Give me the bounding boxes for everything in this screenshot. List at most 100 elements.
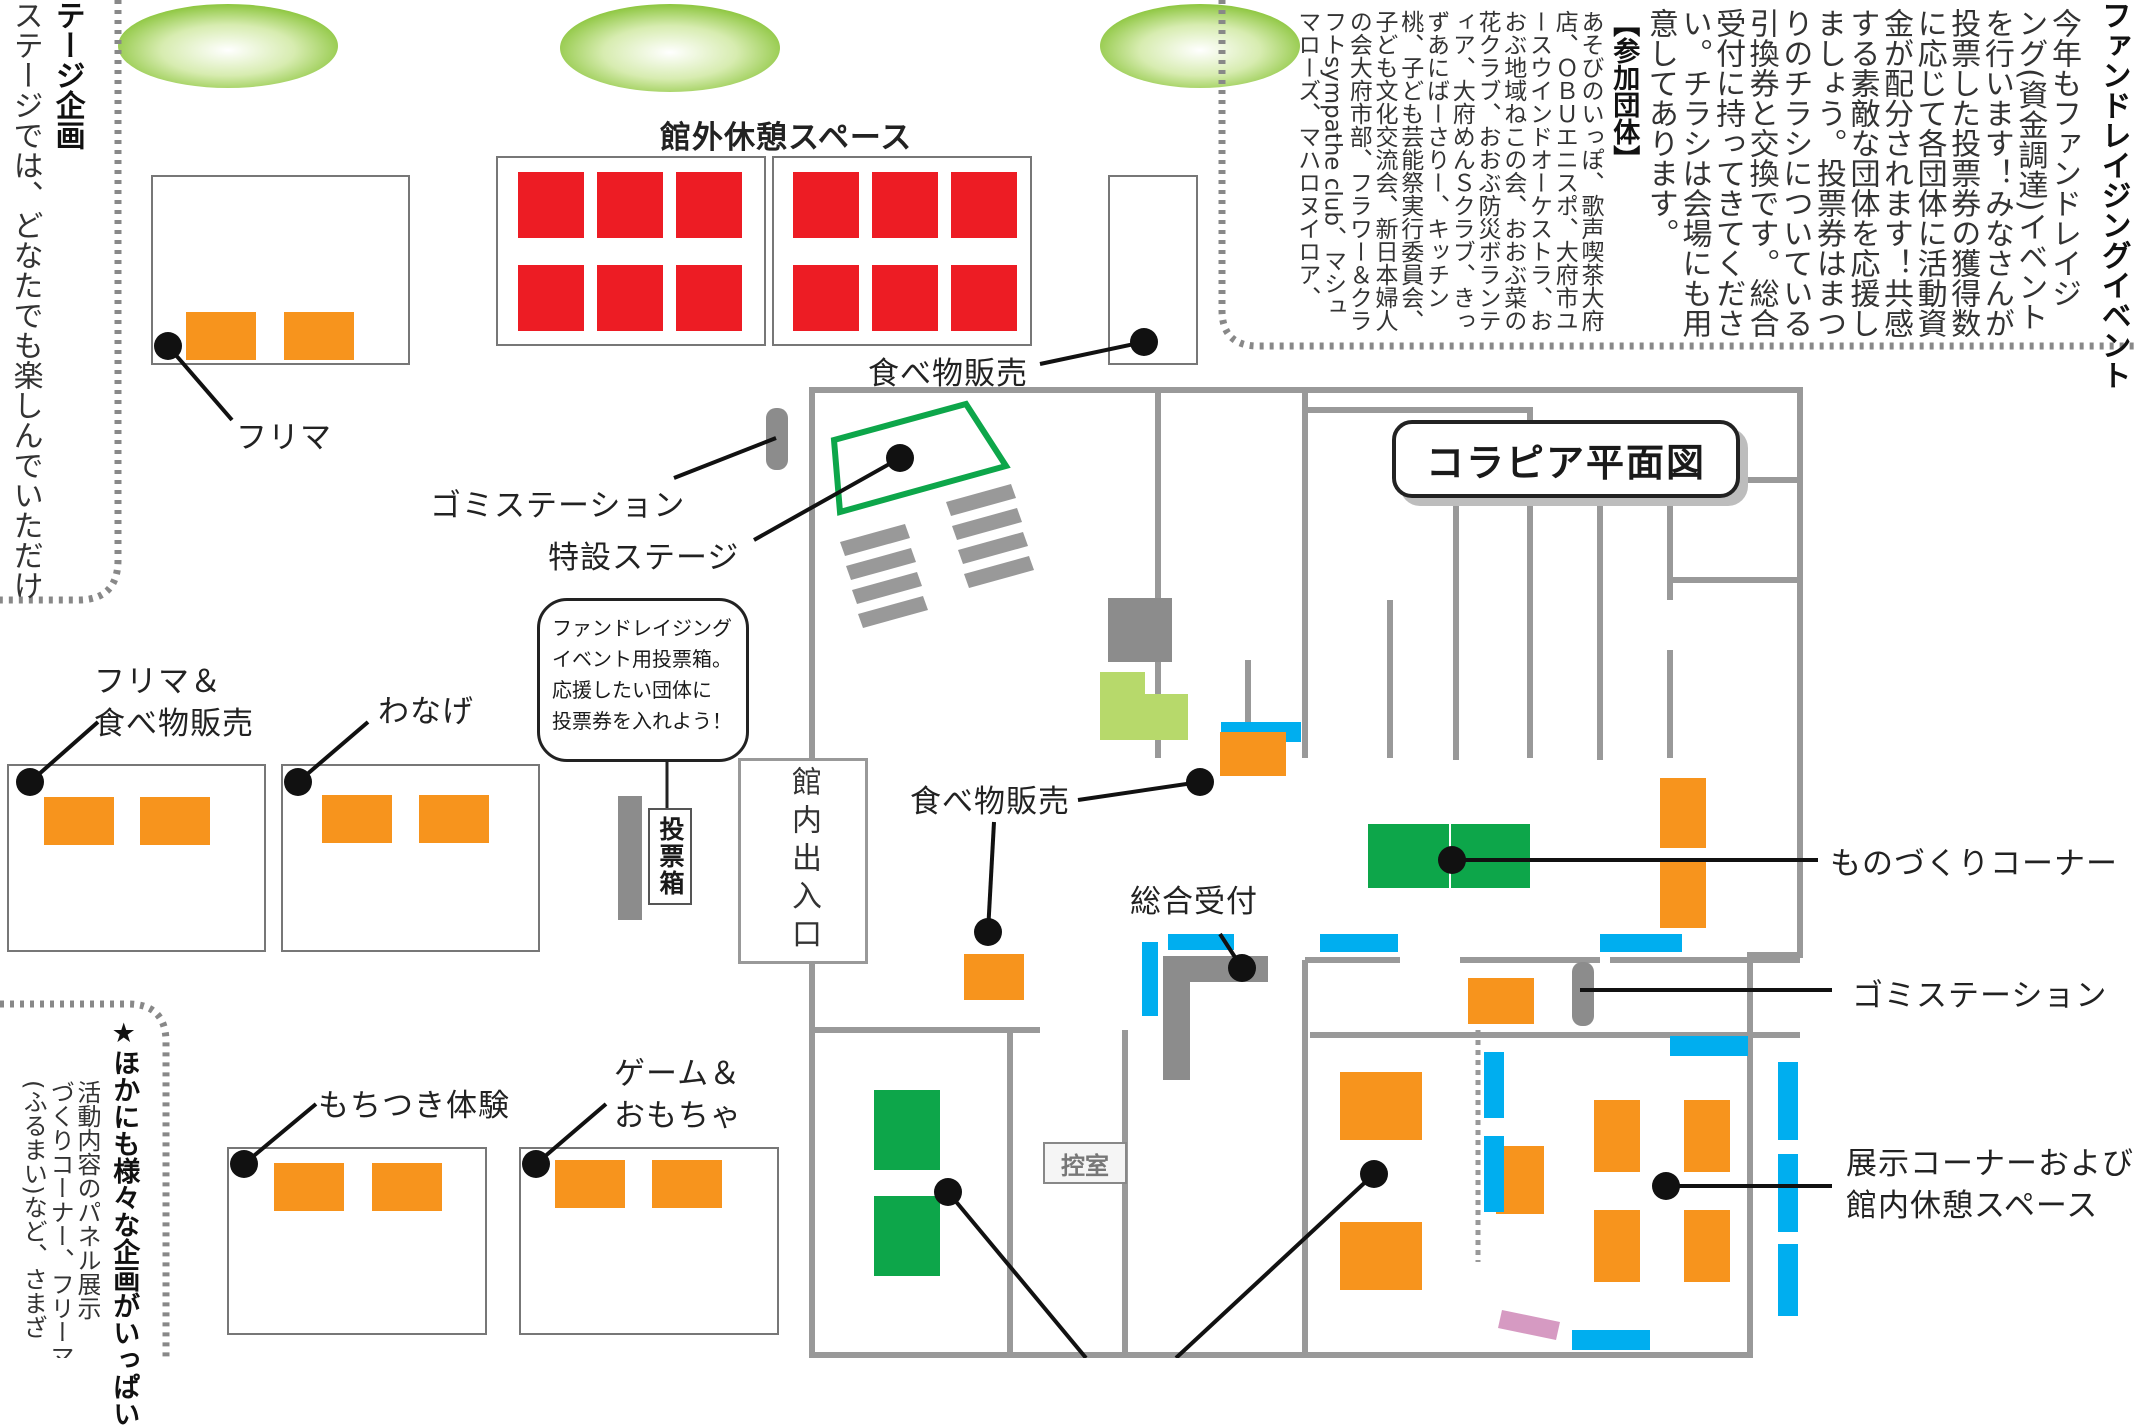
rest-seat [793,172,859,238]
rest-seat [597,172,663,238]
leader-line [534,1102,608,1166]
fundraising-line: 今年もファンドレイジ [2046,8,2081,308]
blue-counter [1572,1330,1650,1350]
marker-dot [1438,846,1466,874]
rest-seat [676,265,742,331]
rest-seat [872,172,938,238]
label-flea-food-line1: フリマ＆ [94,664,222,700]
leader-line [1077,780,1201,802]
rest-seat [872,265,938,331]
participant-line: の会大府市部、フラワー＆クラ [1345,10,1372,332]
rest-area-right [772,156,1032,346]
tent-ring-toss [281,764,540,952]
rest-seat [518,265,584,331]
stall [555,1160,625,1208]
orange-stall [1660,858,1706,928]
orange-stall [1340,1222,1422,1290]
other-line: 活動内容のパネル展示 [73,1080,100,1320]
participant-line: ィア、大府めんＳクラブ、きっ [1448,10,1475,332]
blue-counter [1484,1052,1504,1118]
fundraising-line: 引換券と交換です。総合 [1743,8,1779,338]
participant-line: 店、ＯＢＵエニスポ、大府市ユ [1551,10,1578,332]
blue-counter [1484,1136,1504,1212]
fundraising-line: い。チラシは会場にも用 [1676,8,1712,338]
marker-dot [934,1178,962,1206]
gray-block [1108,598,1172,662]
label-garbage-station-right: ゴミステーション [1852,978,2108,1014]
tent-food-top [1108,175,1198,365]
rest-seat [951,172,1017,238]
leader-line [166,344,234,422]
fundraising-line: ング(資金調達)イベント [2012,8,2048,332]
stall [44,797,114,845]
stall [274,1163,344,1211]
other-panel-body: 活動内容のパネル展示 づくりコーナー、フリーマ (ふるまい)など、さまざ [4,1080,100,1358]
label-game-toys-line1: ゲーム＆ [614,1056,742,1092]
label-flea-food-line2: 食べ物販売 [94,706,254,742]
stage-panel-body: ステージでは、どなたでも楽しんでいただけ [7,0,43,600]
label-food-sales-top: 食べ物販売 [868,356,1028,392]
bench [846,548,916,580]
fundraising-line: 金が配分されます！共感 [1878,8,1914,338]
marker-dot [1652,1172,1680,1200]
food-stall [1220,732,1286,776]
green-block [874,1196,940,1276]
rest-seat [951,265,1017,331]
reception-counter [1163,956,1268,1080]
garbage-bin [766,408,788,470]
participant-line: 子ども文化交流会、新日本婦人 [1371,10,1397,332]
blue-counter [1778,1062,1798,1140]
map-title: コラピア平面図 [1392,420,1740,498]
label-game-toys-line2: おもちゃ [614,1098,742,1134]
stage-panel-border [0,0,122,604]
blue-counter [1142,942,1158,1016]
fundraising-panel-heading: ファンドレイジングイベント [2095,0,2131,390]
ballot-box-label: 投票箱 [648,808,692,905]
tree-shape [560,4,780,92]
orange-stall [1684,1210,1730,1282]
label-flea-market: フリマ [236,420,332,456]
fundraising-line: ましょう。投票券はまつ [1810,8,1846,338]
leader-line [946,1190,1088,1358]
fundraising-line: 投票した投票券の獲得数 [1945,8,1981,338]
label-garbage-station-left: ゴミステーション [430,488,686,524]
marker-dot [1360,1160,1388,1188]
rest-seat [676,172,742,238]
bench [840,524,910,556]
label-exhibit-line2: 館内休憩スペース [1846,1188,2099,1224]
rest-seat [793,265,859,331]
fundraising-line: する素敵な団体を応援し [1844,8,1880,338]
leader-line [673,436,777,480]
blue-counter [1778,1244,1798,1316]
blue-counter [1670,1036,1748,1056]
interior-wall [1305,407,1533,600]
orange-stall [1684,1100,1730,1172]
tent-game-toys [519,1147,779,1335]
tent-flea-market [151,175,410,365]
label-special-stage: 特設ステージ [548,540,740,576]
rest-seat [518,172,584,238]
callout-line: 投票券を入れよう！ [552,709,732,733]
participant-line: ースウインドオーケストラ、お [1525,10,1552,332]
participant-line: 桃、子ども芸能祭実行委員会、 [1396,10,1423,332]
building-entrance: 館内出入口 [738,758,868,964]
callout-line: 応援したい団体に [552,678,712,702]
waiting-room-label: 控室 [1043,1142,1127,1184]
bench [858,596,928,628]
participants-panel-body: あそびのいっぽ、歌声喫茶大府 店、ＯＢＵエニスポ、大府市ユ ースウインドオーケス… [1262,10,1603,340]
outdoor-rest-title: 館外休憩スペース [660,120,913,156]
participant-line: ずあにばーさりー、キッチン [1422,10,1449,309]
orange-stall [1594,1100,1640,1172]
blue-counter [1320,934,1398,952]
marker-dot [154,332,182,360]
tent-flea-food [7,764,266,952]
fundraising-panel-border [1218,0,2138,350]
stall [372,1163,442,1211]
stall [186,312,256,360]
fundraising-panel-body: 今年もファンドレイジ ング(資金調達)イベント を行います！みなさんが 投票した… [1643,8,2081,338]
label-exhibit-line1: 展示コーナーおよび [1846,1146,2134,1182]
other-panel-heading: ★ほかにも様々な企画がいっぱい [108,1018,140,1427]
callout-line: イベント用投票箱。 [552,647,732,671]
label-food-sales-middle: 食べ物販売 [910,784,1070,820]
building-outer-wall [809,387,1803,1358]
